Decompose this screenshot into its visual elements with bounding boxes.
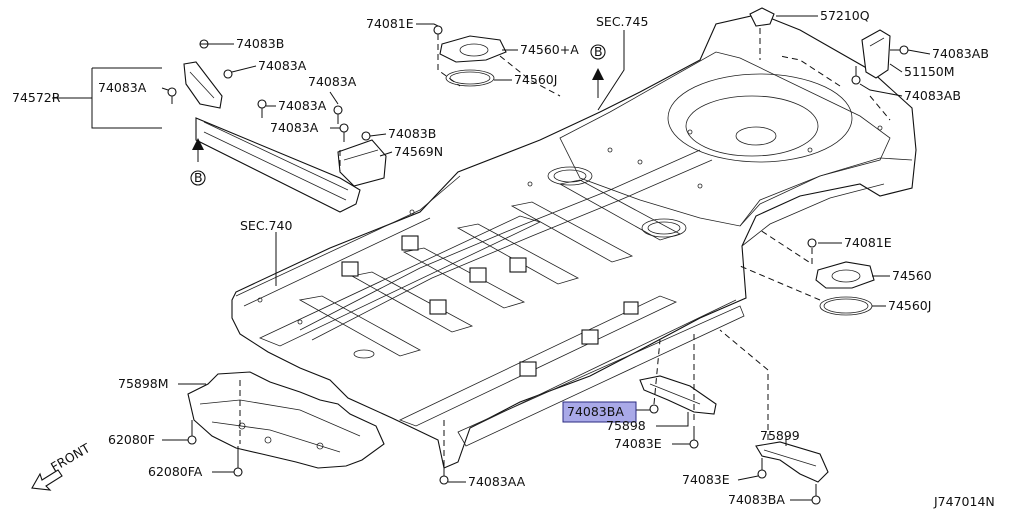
part-label: 74083E — [614, 436, 662, 451]
part-label: 74081E — [844, 235, 892, 250]
part-label: 74083AA — [468, 474, 526, 489]
part-label: 74083A — [258, 58, 307, 73]
bracket-51150m — [861, 29, 891, 79]
seal-plug-74560a — [439, 35, 507, 63]
part-label: 51150M — [904, 64, 955, 79]
part-label: 74560+A — [520, 42, 579, 57]
highlight-box — [562, 401, 637, 423]
group-bracket-74572r — [91, 67, 162, 129]
part-label: 74083BA — [728, 492, 785, 507]
part-label: 74083AB — [904, 88, 961, 103]
part-label: 74083E — [682, 472, 730, 487]
seal-ring-74560j-right — [819, 296, 873, 316]
part-label: 74083A — [278, 98, 327, 113]
callout-b-left-circle — [190, 170, 206, 186]
seal-plug-74560 — [815, 261, 875, 289]
callout-b-top: B — [594, 44, 603, 59]
part-label: 74081E — [366, 16, 414, 31]
diagram-code: J747014N — [933, 494, 995, 509]
part-label: 74083A — [270, 120, 319, 135]
front-cross-member — [183, 61, 387, 213]
sec-740-label: SEC.740 — [240, 218, 292, 233]
part-label-highlighted: 74083BA — [567, 404, 624, 419]
part-label: 74083A — [98, 80, 147, 95]
part-label: 74083B — [236, 36, 284, 51]
front-arrow — [31, 469, 63, 491]
part-label: 74560 — [892, 268, 932, 283]
cover-75898 — [639, 375, 717, 415]
under-cover-75898m — [187, 371, 385, 469]
assembly-guide-lines — [239, 28, 891, 456]
part-label: 62080FA — [148, 464, 203, 479]
part-label: 62080F — [108, 432, 155, 447]
part-label: 75898 — [606, 418, 646, 433]
seal-ring-74560j-top — [445, 69, 495, 87]
part-label: 74569N — [394, 144, 443, 159]
part-label: 74560J — [514, 72, 557, 87]
part-label: 75899 — [760, 428, 800, 443]
leader-lines — [52, 15, 931, 501]
part-label: 75898M — [118, 376, 169, 391]
sec-745-label: SEC.745 — [596, 14, 648, 29]
part-label: 57210Q — [820, 8, 870, 23]
callout-b-left: B — [194, 170, 203, 185]
front-label: FRONT — [48, 440, 93, 475]
part-label: 74083A — [308, 74, 357, 89]
part-label: 74083AB — [932, 46, 989, 61]
plug-57210q — [749, 7, 775, 27]
view-arrow-b-top — [592, 68, 604, 98]
callout-b-top-circle — [590, 44, 606, 60]
bracket-75899 — [755, 441, 829, 483]
floor-panel — [231, 13, 917, 469]
view-arrow-b-left — [192, 138, 204, 162]
part-label: 74560J — [888, 298, 931, 313]
part-label: 74083B — [388, 126, 436, 141]
part-label: 74572R — [12, 90, 61, 105]
